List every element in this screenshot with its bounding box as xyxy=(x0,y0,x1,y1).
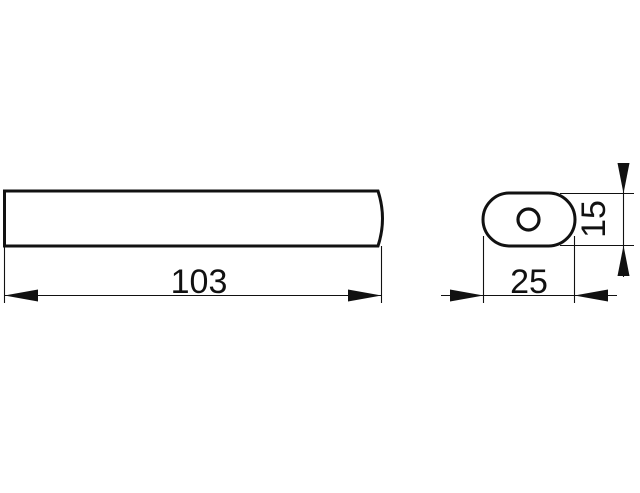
arrow-head-15-bottom xyxy=(617,245,630,276)
arrow-head-15-top xyxy=(617,163,630,194)
oval-outline xyxy=(481,191,577,248)
bar-outline xyxy=(3,189,384,248)
end-view-group: 25 15 xyxy=(441,163,634,303)
arrow-head-103-left xyxy=(4,289,38,302)
arrow-head-25-right xyxy=(574,289,608,302)
arrow-head-25-left xyxy=(450,289,484,302)
side-view-group: 103 xyxy=(3,189,384,303)
center-hole-circle xyxy=(516,207,541,232)
dimension-label-15: 15 xyxy=(575,200,613,238)
dimension-label-103: 103 xyxy=(171,263,228,301)
arrow-head-103-right xyxy=(348,289,382,302)
dimension-label-25: 25 xyxy=(510,263,548,301)
